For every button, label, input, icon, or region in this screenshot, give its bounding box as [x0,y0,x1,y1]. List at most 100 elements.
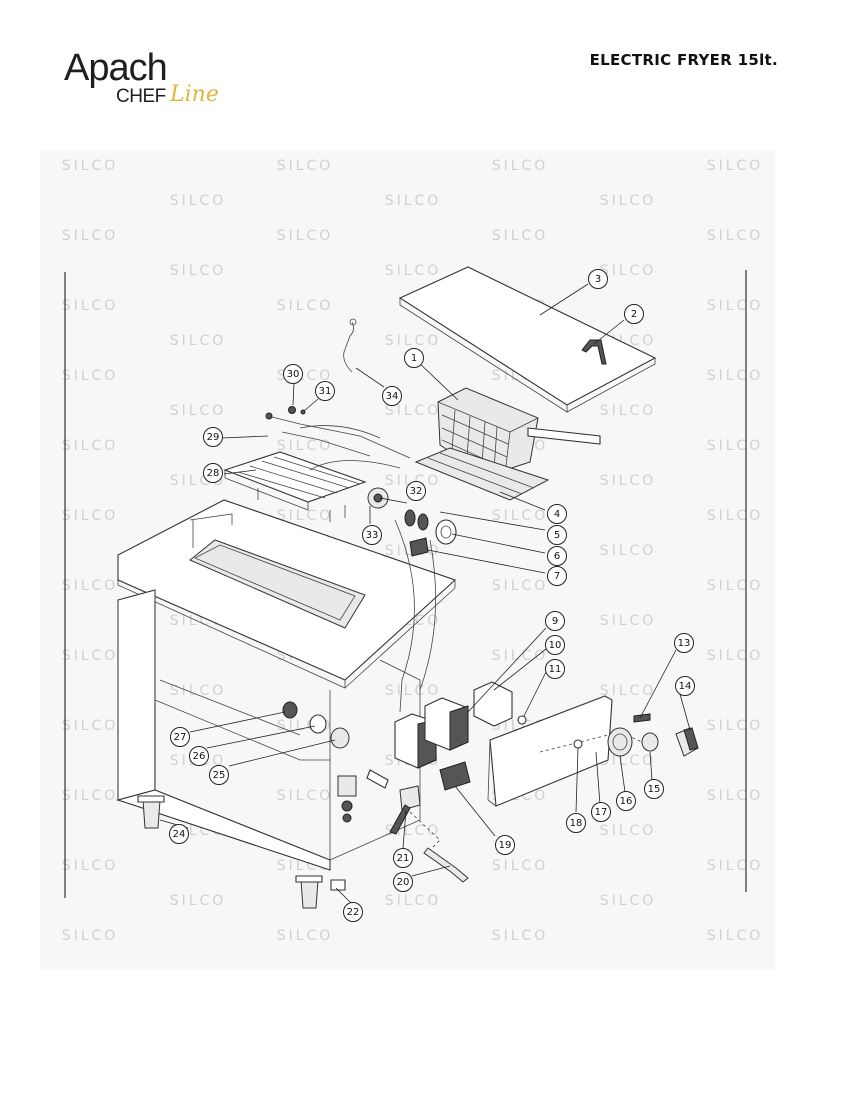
callout-2: 2 [624,304,644,324]
watermark-text: SILCO [600,893,657,909]
watermark-text: SILCO [385,473,442,489]
bottom-grid-part [414,447,550,501]
callout-number: 7 [554,571,560,582]
apach-chef-line-logo: Apach CHEF Line [64,46,224,112]
watermark-text: SILCO [600,613,657,629]
callout-3: 3 [588,269,608,289]
callout-number: 6 [554,551,560,562]
watermark-text: SILCO [707,298,764,314]
watermark-text: SILCO [385,893,442,909]
callout-number: 27 [174,732,187,743]
callout-number: 10 [549,640,562,651]
callout-number: 9 [552,616,558,627]
callout-number: 17 [595,807,608,818]
probe-part [343,318,357,373]
callout-4: 4 [547,504,567,524]
watermark-text: SILCO [600,403,657,419]
callout-22: 22 [343,902,363,922]
callout-number: 2 [631,309,637,320]
callout-32: 32 [406,481,426,501]
watermark-text: SILCO [62,858,119,874]
callout-number: 30 [287,369,300,380]
callout-9: 9 [545,611,565,631]
watermark-text: SILCO [385,193,442,209]
contactors-part [394,681,527,791]
callout-19: 19 [495,835,515,855]
watermark-text: SILCO [277,508,334,524]
fryer-body-part [116,499,457,871]
watermark-text: SILCO [62,158,119,174]
logo-chef-text: CHEF [116,86,166,107]
watermark-text: SILCO [492,928,549,944]
callout-16: 16 [616,791,636,811]
callout-20: 20 [393,872,413,892]
callout-7: 7 [547,566,567,586]
callout-number: 21 [397,853,410,864]
drain-valve-part [282,701,469,883]
watermark-text: SILCO [62,368,119,384]
heating-element-part [223,451,401,522]
callout-28: 28 [203,463,223,483]
callout-number: 13 [678,638,691,649]
callout-layer: 1234567910111314151617181920212224252627… [169,269,695,922]
watermark-text: SILCO [600,683,657,699]
callout-33: 33 [362,525,382,545]
thermostat-knob-part [607,713,699,757]
callout-number: 26 [193,751,206,762]
watermark-text: SILCO [707,788,764,804]
callout-number: 3 [595,274,601,285]
watermark-text: SILCO [385,683,442,699]
callout-31: 31 [315,381,335,401]
document-title: ELECTRIC FRYER 15lt. [589,51,778,69]
watermark-text: SILCO [170,193,227,209]
watermark-text: SILCO [600,753,657,769]
watermark-text: SILCO [707,438,764,454]
watermark-text: SILCO [707,858,764,874]
callout-1: 1 [404,348,424,368]
callout-29: 29 [203,427,223,447]
callout-number: 14 [679,681,692,692]
watermark-text: SILCO [707,158,764,174]
callout-number: 18 [570,818,583,829]
watermark-text: SILCO [277,788,334,804]
watermark-text: SILCO [62,298,119,314]
callout-15: 15 [644,779,664,799]
watermark-text: SILCO [492,158,549,174]
callout-number: 5 [554,530,560,541]
callout-number: 16 [620,796,633,807]
watermark-text: SILCO [62,718,119,734]
callout-number: 31 [319,386,332,397]
watermark-text: SILCO [62,228,119,244]
callout-14: 14 [675,676,695,696]
callout-27: 27 [170,727,190,747]
watermark-text: SILCO [277,228,334,244]
callout-number: 19 [499,840,512,851]
callout-25: 25 [209,765,229,785]
watermark-text: SILCO [707,228,764,244]
watermark-text: SILCO [492,578,549,594]
watermark-text: SILCO [170,893,227,909]
watermark-text: SILCO [600,263,657,279]
callout-number: 20 [397,877,410,888]
lid-handle-part [581,339,607,365]
watermark-text: SILCO [277,158,334,174]
wiring-harness [394,519,437,713]
callout-17: 17 [591,802,611,822]
callout-number: 15 [648,784,661,795]
watermark-text: SILCO [277,928,334,944]
callout-10: 10 [545,635,565,655]
watermark-text: SILCO [62,648,119,664]
callout-number: 34 [386,391,399,402]
watermark-text: SILCO [600,473,657,489]
watermark-text: SILCO [385,263,442,279]
callout-number: 24 [173,829,186,840]
callout-5: 5 [547,525,567,545]
callout-30: 30 [283,364,303,384]
callout-number: 11 [549,664,562,675]
watermark-text: SILCO [707,718,764,734]
callout-21: 21 [393,848,413,868]
callout-13: 13 [674,633,694,653]
thermostat-probes-part [265,406,411,459]
watermark-text: SILCO [707,508,764,524]
